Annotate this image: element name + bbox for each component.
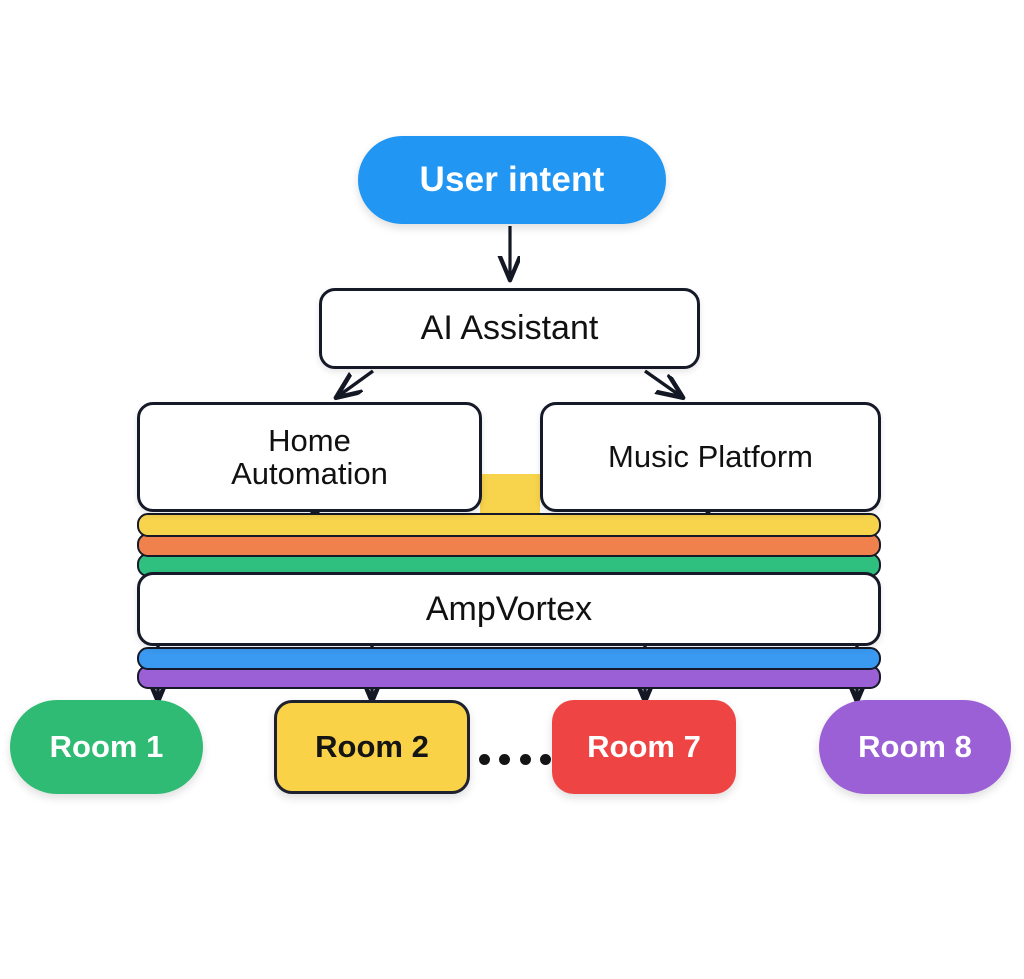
yellow-bus-riser (480, 474, 540, 520)
stripe-blue-bus (137, 647, 881, 670)
node-ampvortex[interactable]: AmpVortex (137, 572, 881, 646)
dot-2 (499, 753, 511, 765)
node-room-2[interactable]: Room 2 (274, 700, 470, 794)
node-room-7[interactable]: Room 7 (552, 700, 736, 794)
node-home-automation[interactable]: Home Automation (137, 402, 482, 512)
node-room-8[interactable]: Room 8 (819, 700, 1011, 794)
node-music-platform[interactable]: Music Platform (540, 402, 881, 512)
node-ai-assistant[interactable]: AI Assistant (319, 288, 700, 369)
node-user-intent[interactable]: User intent (358, 136, 666, 224)
dot-3 (519, 753, 531, 765)
arrow-assistant-to-home-automation (337, 369, 374, 397)
arrow-assistant-to-music-platform (644, 369, 682, 397)
dot-1 (479, 753, 490, 765)
stripe-yellow-bus (137, 513, 881, 537)
node-room-1[interactable]: Room 1 (10, 700, 203, 794)
dot-4 (539, 753, 551, 765)
ellipsis-dots (479, 752, 551, 766)
